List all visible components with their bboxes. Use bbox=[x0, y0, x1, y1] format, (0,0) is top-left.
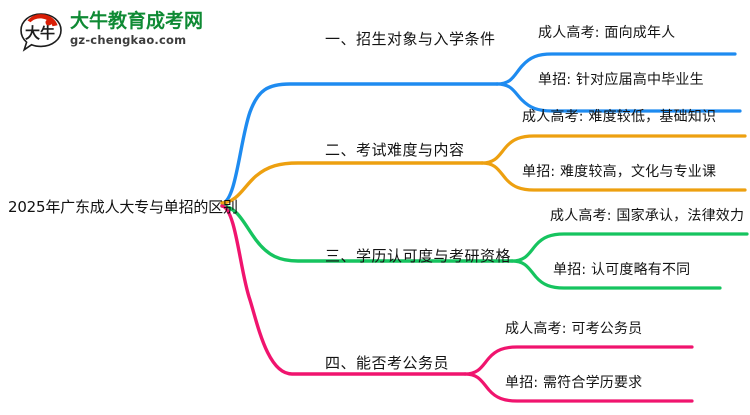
leaf-label-2-1[interactable]: 成人高考: 难度较低，基础知识 bbox=[522, 109, 717, 125]
logo-text-block: 大牛教育成考网 gz-chengkao.com bbox=[70, 10, 203, 48]
leaf-label-3-1[interactable]: 成人高考: 国家承认，法律效力 bbox=[550, 208, 745, 224]
leaf-label-1-1[interactable]: 成人高考: 面向成年人 bbox=[538, 25, 676, 41]
site-logo: 大牛 大牛教育成考网 gz-chengkao.com bbox=[18, 8, 233, 58]
svg-text:大牛: 大牛 bbox=[25, 24, 55, 42]
branch-label-4[interactable]: 四、能否考公务员 bbox=[325, 354, 450, 372]
branch-3-connectors bbox=[220, 204, 749, 290]
brand-name: 大牛教育成考网 bbox=[70, 10, 204, 32]
leaf-label-4-1[interactable]: 成人高考: 可考公务员 bbox=[505, 321, 643, 337]
branch-label-1[interactable]: 一、招生对象与入学条件 bbox=[325, 30, 496, 48]
leaf-label-4-2[interactable]: 单招: 需符合学历要求 bbox=[505, 375, 643, 391]
leaf-label-3-2[interactable]: 单招: 认可度略有不同 bbox=[553, 262, 691, 278]
leaf-label-2-2[interactable]: 单招: 难度较高，文化与专业课 bbox=[522, 164, 717, 180]
leaf-label-1-2[interactable]: 单招: 针对应届高中毕业生 bbox=[538, 72, 704, 88]
branch-4-connectors bbox=[220, 204, 694, 403]
branch-label-2[interactable]: 二、考试难度与内容 bbox=[325, 141, 465, 159]
root-node-label[interactable]: 2025年广东成人大专与单招的区别 bbox=[8, 198, 238, 216]
branch-label-3[interactable]: 三、学历认可度与考研资格 bbox=[325, 247, 512, 265]
branch-2-connectors bbox=[220, 134, 747, 205]
branch-1-connectors bbox=[220, 52, 742, 205]
speech-bubble-logo-icon: 大牛 bbox=[18, 10, 64, 54]
brand-domain: gz-chengkao.com bbox=[70, 33, 187, 47]
